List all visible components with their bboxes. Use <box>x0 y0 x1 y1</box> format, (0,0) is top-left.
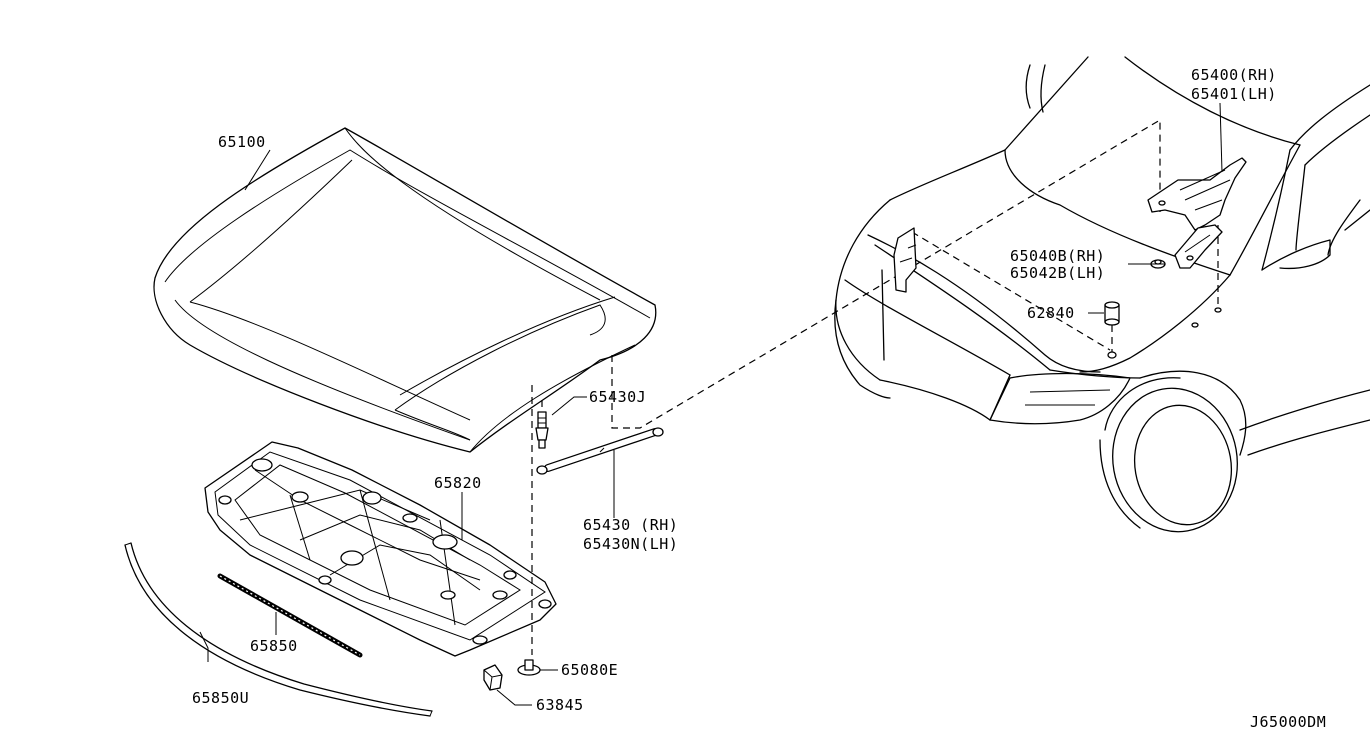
label-65430-rh: 65430 (RH) <box>583 516 678 534</box>
ball-stud-65430j[interactable] <box>535 411 549 449</box>
diagram-code: J65000DM <box>1250 713 1326 731</box>
hood-hinge[interactable] <box>1147 157 1247 269</box>
label-65850u: 65850U <box>192 689 249 707</box>
hood-lock-bracket <box>893 227 917 293</box>
label-65040b-rh: 65040B(RH) <box>1010 247 1105 265</box>
label-65042b-lh: 65042B(LH) <box>1010 264 1105 282</box>
hood-stay-65430[interactable] <box>536 427 664 475</box>
label-65100: 65100 <box>218 133 266 151</box>
leader-lines <box>199 102 1223 706</box>
label-62840: 62840 <box>1027 304 1075 322</box>
hood-seal-65850u[interactable] <box>124 542 433 717</box>
label-65080e: 65080E <box>561 661 618 679</box>
hood-panel[interactable] <box>153 127 657 453</box>
label-63845: 63845 <box>536 696 584 714</box>
label-65820: 65820 <box>434 474 482 492</box>
hood-insulator[interactable] <box>204 441 557 657</box>
label-65850: 65850 <box>250 637 298 655</box>
label-65430j: 65430J <box>589 388 646 406</box>
label-65430n-lh: 65430N(LH) <box>583 535 678 553</box>
bumper-stop-62840[interactable] <box>1104 301 1120 326</box>
alignment-line-to-vehicle <box>611 118 1161 429</box>
hood-bumper-65080e[interactable] <box>517 659 541 676</box>
label-65401-lh: 65401(LH) <box>1191 85 1277 103</box>
hood-seal-65850[interactable] <box>217 573 363 658</box>
alignment-line-hinge <box>911 231 1111 351</box>
label-65400-rh: 65400(RH) <box>1191 66 1277 84</box>
clip-63845[interactable] <box>483 664 503 691</box>
vehicle-body <box>834 56 1370 533</box>
